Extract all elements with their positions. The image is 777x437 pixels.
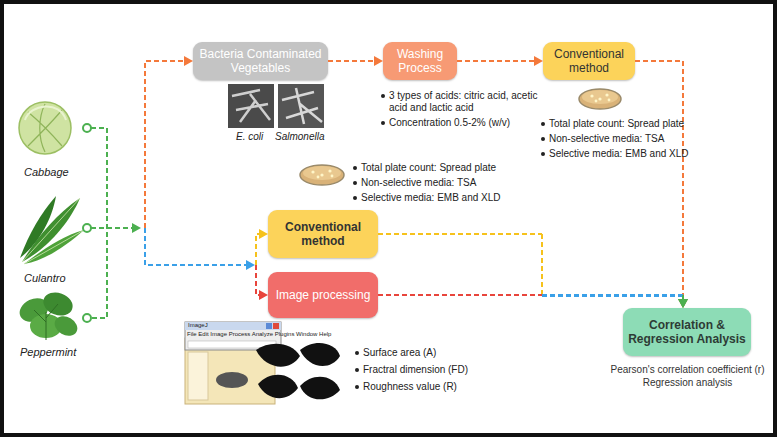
- sem-image: [228, 84, 324, 128]
- bullet-note: Concentration 0.5-2% (w/v): [380, 117, 539, 129]
- box-text: Washing Process: [388, 47, 452, 75]
- method-note: Regression analysis: [610, 377, 765, 389]
- box-text: Conventional method: [273, 220, 373, 248]
- connector-segment: [542, 295, 683, 297]
- connector-segment: [378, 233, 542, 235]
- flow-connector: [378, 234, 688, 308]
- arrow-head: [259, 290, 268, 300]
- bullet-note: Roughness value (R): [354, 381, 503, 393]
- arrow-head: [678, 299, 688, 308]
- bullet-note: Selective media: EMB and XLD: [540, 148, 714, 160]
- vegetable-name: Culantro: [24, 272, 84, 284]
- connector-segment: [541, 234, 543, 296]
- bullet-note: Total plate count: Spread plate: [540, 118, 714, 130]
- connector-segment: [542, 294, 683, 296]
- arrow-head: [534, 56, 543, 66]
- flow-connector: [378, 295, 688, 308]
- bacteria-name: E. coli: [236, 131, 276, 143]
- vegetable-feed-lines: [91, 128, 132, 318]
- bullet-note: Selective media: EMB and XLD: [352, 192, 526, 204]
- arrow-head: [246, 260, 255, 270]
- connector-segment: [682, 295, 684, 300]
- box-text: Correlation & Regression Analysis: [628, 318, 746, 346]
- arrow-head: [678, 299, 688, 308]
- connector-segment: [328, 60, 375, 62]
- peppermint-illustration: [16, 289, 81, 340]
- sample-branch-line: [145, 61, 184, 228]
- connector-segment: [378, 294, 542, 296]
- bullet-note: Non-selective media: TSA: [352, 177, 526, 189]
- flow-connector: [328, 56, 383, 66]
- imagej-screenshot: [185, 322, 340, 404]
- box-text: Image processing: [276, 288, 371, 302]
- flow-connector: [635, 61, 688, 308]
- window-title: ImageJ: [188, 322, 228, 329]
- bullet-note: Fractral dimension (FD): [354, 364, 503, 376]
- cabbage-illustration: [19, 102, 71, 154]
- menu-bar: File Edit Image Process Analyze Plugins …: [187, 331, 281, 338]
- petri-dish: [579, 89, 621, 109]
- vegetable-name: Peppermint: [20, 346, 90, 358]
- control-branch-line: [145, 228, 250, 265]
- connector-segment: [457, 60, 535, 62]
- petri-dish: [300, 165, 344, 185]
- analysis-box: Correlation & Regression Analysis: [623, 308, 751, 356]
- arrow-head: [184, 56, 193, 66]
- arrow-head: [132, 223, 141, 233]
- arrow-head: [678, 299, 688, 308]
- connector-segment: [682, 61, 684, 300]
- process-box: Conventional method: [543, 42, 635, 80]
- bacteria-name: Salmonella: [275, 131, 335, 143]
- bullet-note: 3 types of acids: citric acid, acetic ac…: [380, 90, 539, 114]
- bullet-note: Non-selective media: TSA: [540, 133, 714, 145]
- box-text: Bacteria Contaminated Vegetables: [198, 47, 323, 75]
- culantro-illustration: [20, 196, 84, 264]
- process-box: Bacteria Contaminated Vegetables: [193, 42, 328, 80]
- process-box: Image processing: [268, 272, 378, 318]
- flow-connector: [457, 56, 543, 66]
- arrow-head: [374, 56, 383, 66]
- arrow-head: [259, 229, 268, 239]
- bullet-note: Surface area (A): [354, 347, 503, 359]
- bullet-note: Total plate count: Spread plate: [352, 162, 526, 174]
- vegetable-ports: [83, 124, 91, 322]
- connector-segment: [682, 296, 684, 300]
- box-text: Conventional method: [548, 47, 630, 75]
- process-box: Washing Process: [383, 42, 457, 80]
- connector-segment: [635, 60, 683, 62]
- vegetable-name: Cabbage: [24, 166, 84, 178]
- method-note: Pearson's correlation coefficient (r): [610, 364, 765, 376]
- process-box: Conventional method: [268, 210, 378, 258]
